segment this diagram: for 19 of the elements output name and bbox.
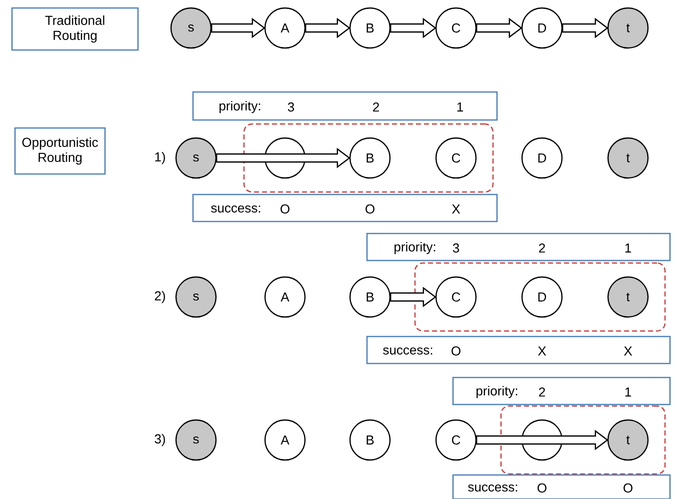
table-row-box: success: O O X: [192, 194, 498, 222]
block-arrow: [211, 18, 266, 38]
table-row-box: success: O X X: [366, 336, 671, 364]
candidate-group-box: [243, 123, 494, 193]
block-arrow: [476, 18, 522, 38]
block-arrow: [390, 286, 436, 308]
table-row-box: priority: 3 2 1: [366, 232, 671, 262]
block-arrow: [562, 18, 608, 38]
title-box: Opportunistic Routing: [14, 127, 106, 175]
candidate-group-box: [500, 405, 666, 475]
table-row-box: priority: 2 1: [452, 376, 671, 406]
title-box: Traditional Routing: [11, 7, 139, 51]
block-arrow: [216, 148, 350, 168]
table-row-box: success: O O: [452, 474, 671, 499]
block-arrow: [305, 18, 350, 38]
block-arrow: [390, 18, 436, 38]
candidate-group-box: [414, 262, 666, 332]
block-arrow: [476, 430, 608, 450]
table-row-box: priority: 3 2 1: [192, 91, 498, 121]
